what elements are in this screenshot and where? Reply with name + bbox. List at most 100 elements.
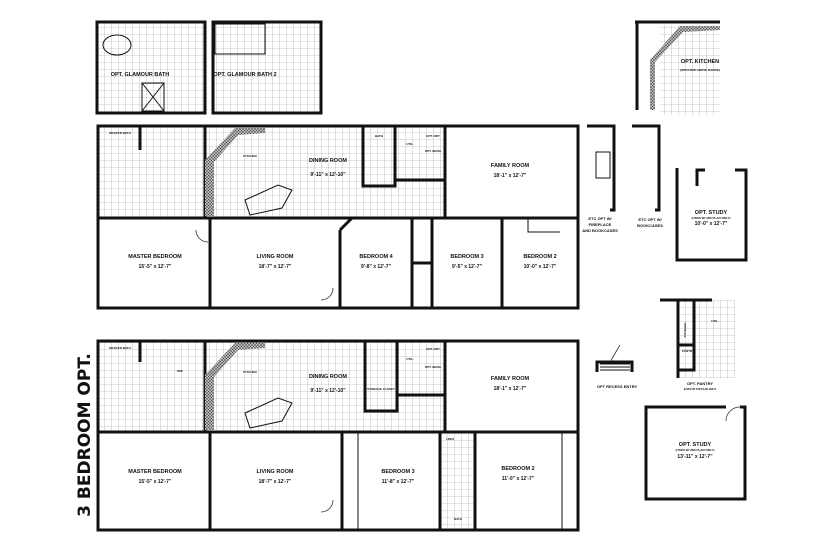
living-room-dims: 18'-7" x 12'-7"	[259, 264, 292, 270]
svg-text:11'-0" x 12'-7": 11'-0" x 12'-7"	[502, 476, 535, 482]
svg-text:FAMILY ROOM: FAMILY ROOM	[491, 163, 530, 169]
svg-text:(USED W/ 16R PLAN ONLY): (USED W/ 16R PLAN ONLY)	[691, 216, 730, 220]
svg-text:UTIL.: UTIL.	[406, 357, 414, 361]
study-2-dims: 13'-11" x 12'-7"	[677, 454, 713, 460]
svg-text:BEDROOM 3: BEDROOM 3	[450, 254, 483, 260]
svg-text:(USED W/ 28R PLAN ONLY): (USED W/ 28R PLAN ONLY)	[675, 448, 714, 452]
svg-text:KITCHEN: KITCHEN	[243, 370, 256, 374]
living-room-label: LIVING ROOM	[257, 254, 294, 260]
master-bedroom-dims: 15'-5" x 12'-7"	[139, 479, 172, 485]
glamour-bath-label: OPT. GLAMOUR BATH	[111, 72, 170, 78]
util-label: UTIL.	[406, 142, 414, 146]
svg-text:BEDROOM 2: BEDROOM 2	[501, 466, 534, 472]
svg-text:9'-11" x 12'-10": 9'-11" x 12'-10"	[310, 172, 346, 178]
study-1-label: OPT. STUDY	[695, 210, 728, 216]
svg-text:OPT. DRY: OPT. DRY	[426, 347, 440, 351]
opt-dry-label: OPT. DRY	[426, 134, 440, 138]
plan-3-bedroom: MASTER BATH WIC KITCHEN DINING ROOM 9'-1…	[96, 339, 580, 532]
study-2-label: OPT. STUDY	[679, 442, 712, 448]
bath-label: BATH	[454, 517, 462, 521]
study-2-note: (USED W/ 28R PLAN ONLY)	[675, 448, 714, 452]
opt-wash-label: OPT. WASH	[425, 365, 442, 369]
entry-door[interactable]	[320, 287, 334, 301]
svg-text:MASTER BATH: MASTER BATH	[109, 346, 131, 350]
master-bedroom-dims: 15'-5" x 12'-7"	[139, 264, 172, 270]
svg-text:OPT. PANTRY: OPT. PANTRY	[687, 381, 713, 386]
svg-text:BEDROOM 2: BEDROOM 2	[523, 254, 556, 260]
family-room-label: FAMILY ROOM	[491, 163, 530, 169]
svg-text:OPT. KITCHEN: OPT. KITCHEN	[681, 59, 719, 65]
svg-text:DINING ROOM: DINING ROOM	[309, 158, 347, 164]
master-bath-label: MASTER BATH	[109, 346, 131, 350]
svg-text:OPT. DRY: OPT. DRY	[426, 134, 440, 138]
opt-pantry: STORAGE UTIL. PANTRY OPT. PANTRY (USED W…	[660, 298, 735, 391]
dining-room-dims: 9'-11" x 12'-10"	[310, 388, 346, 394]
svg-text:OPT. STUDY: OPT. STUDY	[695, 210, 728, 216]
svg-text:OPT. GLAMOUR BATH 2: OPT. GLAMOUR BATH 2	[213, 72, 276, 78]
wic-label: WIC	[177, 369, 184, 373]
svg-text:BOOKCASES: BOOKCASES	[637, 223, 663, 228]
svg-text:18'-1" x 12'-7": 18'-1" x 12'-7"	[494, 386, 527, 392]
three-bedroom-option-title: 3 BEDROOM OPT.	[75, 353, 95, 517]
bedroom-2-dims: 11'-0" x 12'-7"	[502, 476, 535, 482]
svg-text:BATH: BATH	[375, 134, 383, 138]
svg-text:BEDROOM 3: BEDROOM 3	[381, 469, 414, 475]
kitchen-label: KITCHEN	[243, 370, 256, 374]
dining-room-label: DINING ROOM	[309, 158, 347, 164]
svg-text:(WITH M/W ABOVE RANGE): (WITH M/W ABOVE RANGE)	[680, 68, 720, 72]
kitchen-island	[244, 184, 293, 216]
glamour-bath-2-label: OPT. GLAMOUR BATH 2	[213, 72, 276, 78]
svg-text:9'-11" x 12'-10": 9'-11" x 12'-10"	[310, 388, 346, 394]
svg-text:MASTER BEDROOM: MASTER BEDROOM	[128, 469, 182, 475]
family-room-label: FAMILY ROOM	[491, 376, 530, 382]
opt-recess-entry: OPT RECESS ENTRY	[595, 344, 637, 389]
svg-text:3 BEDROOM OPT.: 3 BEDROOM OPT.	[75, 353, 95, 517]
opt-glamour-bath: OPT. GLAMOUR BATH	[95, 20, 207, 115]
bedroom-3-label: BEDROOM 3	[381, 469, 414, 475]
entry-door[interactable]	[320, 499, 334, 513]
bedroom-3-dims: 9'-5" x 12'-7"	[452, 264, 483, 270]
svg-text:UTIL.: UTIL.	[406, 142, 414, 146]
svg-text:LIVING ROOM: LIVING ROOM	[257, 254, 294, 260]
opt-study-2: OPT. STUDY (USED W/ 28R PLAN ONLY) 13'-1…	[644, 405, 747, 501]
svg-text:BATH: BATH	[454, 517, 462, 521]
svg-text:OPT. WASH: OPT. WASH	[425, 149, 442, 153]
linen-label: LINEN	[446, 438, 454, 441]
svg-text:ETC OPT W/: ETC OPT W/	[588, 216, 612, 221]
svg-text:STORAGE: STORAGE	[683, 323, 687, 338]
master-bedroom-label: MASTER BEDROOM	[128, 469, 182, 475]
svg-text:15'-5" x 12'-7": 15'-5" x 12'-7"	[139, 264, 172, 270]
bedroom-4-label: BEDROOM 4	[359, 254, 393, 260]
svg-text:13'-11" x 12'-7": 13'-11" x 12'-7"	[677, 454, 713, 460]
storage-closet-label: STORAGE CLOSET	[367, 387, 395, 391]
opt-kitchen-label: OPT. KITCHEN	[681, 59, 719, 65]
svg-text:18'-7" x 12'-7": 18'-7" x 12'-7"	[259, 479, 292, 485]
svg-text:OPT. WASH: OPT. WASH	[425, 365, 442, 369]
bath-label: BATH	[375, 134, 383, 138]
svg-text:9'-8" x 12'-7": 9'-8" x 12'-7"	[361, 264, 392, 270]
svg-text:BEDROOM 4: BEDROOM 4	[359, 254, 393, 260]
svg-text:(USED W/ 16R PLAN ONLY): (USED W/ 16R PLAN ONLY)	[684, 388, 717, 391]
opt-study-1: OPT. STUDY (USED W/ 16R PLAN ONLY) 10'-0…	[675, 168, 748, 262]
bedroom-2-dims: 10'-0" x 12'-7"	[524, 264, 557, 270]
bedroom-2-label: BEDROOM 2	[501, 466, 534, 472]
opt-dry-label: OPT. DRY	[426, 347, 440, 351]
kitchen-island	[244, 397, 293, 429]
svg-text:AND BOOKCASES: AND BOOKCASES	[582, 228, 618, 233]
opt-wash-label: OPT. WASH	[425, 149, 442, 153]
svg-text:LIVING ROOM: LIVING ROOM	[257, 469, 294, 475]
svg-text:15'-5" x 12'-7": 15'-5" x 12'-7"	[139, 479, 172, 485]
study-1-note: (USED W/ 16R PLAN ONLY)	[691, 216, 730, 220]
svg-text:10'-0" x 12'-7": 10'-0" x 12'-7"	[524, 264, 557, 270]
svg-text:18'-7" x 12'-7": 18'-7" x 12'-7"	[259, 264, 292, 270]
master-bedroom-label: MASTER BEDROOM	[128, 254, 182, 260]
dining-room-label: DINING ROOM	[309, 374, 347, 380]
svg-text:KITCHEN: KITCHEN	[243, 154, 256, 158]
shower-icon	[141, 82, 165, 112]
fireplace-icon	[595, 151, 611, 179]
etc-bookcases-option: ETC OPT W/ BOOKCASES	[632, 124, 663, 228]
svg-text:WIC: WIC	[177, 369, 184, 373]
svg-text:MASTER BEDROOM: MASTER BEDROOM	[128, 254, 182, 260]
living-room-dims: 18'-7" x 12'-7"	[259, 479, 292, 485]
